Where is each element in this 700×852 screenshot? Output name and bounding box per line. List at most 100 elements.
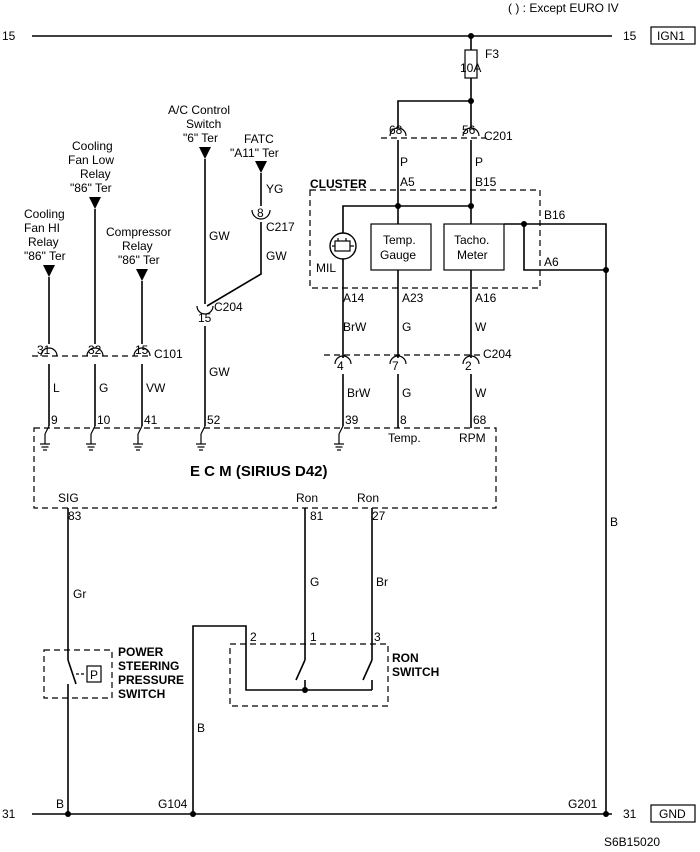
wire-color-g4: G	[310, 575, 319, 589]
ign1-label: IGN1	[657, 29, 685, 43]
ecm-pin-8: 8	[400, 413, 407, 427]
pin-c201-68: 68	[389, 123, 403, 137]
fuse-rating: 10A	[460, 61, 481, 75]
fatc-l2: "A11" Ter	[230, 146, 279, 160]
wire-color-b3: B	[610, 515, 618, 529]
pin-c204-15: 15	[198, 311, 212, 325]
gnd-rail: 31 31 GND B G104 G201	[2, 797, 696, 823]
ron-label-1: RON	[392, 651, 419, 665]
ecm-pin-10: 10	[97, 413, 111, 427]
pin-a6: A6	[544, 255, 559, 269]
wire-color-brw2: BrW	[347, 386, 371, 400]
ps-label-3: PRESSURE	[118, 673, 184, 687]
pin-ron-2: 2	[250, 630, 257, 644]
connector-c204-label: C204	[214, 300, 243, 314]
pin-b16: B16	[544, 208, 566, 222]
pin-b15: B15	[475, 175, 497, 189]
compressor-l2: Relay	[122, 239, 153, 253]
header-note: ( ) : Except EURO IV	[508, 1, 619, 15]
wire-color-brw1: BrW	[343, 320, 367, 334]
power-steering-switch: P POWER STEERING PRESSURE SWITCH	[43, 645, 184, 814]
ecm-title: E C M (SIRIUS D42)	[190, 463, 328, 480]
pin-c101-31: 31	[37, 343, 51, 357]
input-fatc: FATC "A11" Ter YG 8 C217 GW	[206, 132, 295, 307]
pin-c217-8: 8	[257, 206, 264, 220]
ecm-pin-27: 27	[372, 509, 386, 523]
ps-label-4: SWITCH	[118, 687, 165, 701]
pin-ron-1: 1	[310, 630, 317, 644]
pin-a23: A23	[402, 291, 424, 305]
ecm-pin-41: 41	[144, 413, 158, 427]
pin-ron-3: 3	[374, 630, 381, 644]
cooling-low-l1: Cooling	[72, 139, 113, 153]
wire-color-yg: YG	[266, 182, 283, 196]
cooling-low-l3: Relay	[80, 167, 111, 181]
ac-switch-l3: "6" Ter	[183, 131, 218, 145]
cooling-hi-l2: Fan HI	[24, 221, 60, 235]
wire-color-g1: G	[99, 381, 108, 395]
ecm-pin-52: 52	[207, 413, 221, 427]
temp-gauge-label-1: Temp.	[383, 233, 416, 247]
pin-c204-2: 2	[465, 359, 472, 373]
connector-c217: C217	[266, 220, 295, 234]
pin-c204-7: 7	[392, 359, 399, 373]
cooling-hi-l4: "86" Ter	[24, 249, 66, 263]
ign-rail-number-left: 15	[2, 29, 16, 43]
cooling-low-l2: Fan Low	[68, 153, 114, 167]
fatc-l1: FATC	[244, 132, 274, 146]
input-cooling-hi: Cooling Fan HI Relay "86" Ter	[24, 207, 66, 344]
wire-color-br: Br	[376, 575, 388, 589]
wire-color-gw3: GW	[209, 365, 230, 379]
cluster-power-feed: 68 56 C201 P P	[381, 98, 513, 206]
ecm-sig-label: SIG	[58, 491, 79, 505]
connector-c204-cluster: C204 4 7 2 BrW G W	[324, 347, 512, 428]
wire-color-gw2: GW	[266, 249, 287, 263]
cluster: CLUSTER A5 B15 Temp. Gauge Tacho. Meter …	[309, 175, 609, 358]
connector-c204b-label: C204	[483, 347, 512, 361]
tacho-label-1: Tacho.	[454, 233, 489, 247]
connector-c204-ac: C204 15 GW	[196, 300, 243, 426]
wire-color-p2: P	[475, 155, 483, 169]
ron-switch: 2 1 3 RON SWITCH	[192, 625, 439, 814]
ecm: E C M (SIRIUS D42) 9 10 41 52 39 8 68 Te…	[33, 413, 497, 523]
cooling-hi-l1: Cooling	[24, 207, 65, 221]
input-cooling-low: Cooling Fan Low Relay "86" Ter	[68, 139, 114, 344]
compressor-l3: "86" Ter	[118, 253, 160, 267]
ps-label-2: STEERING	[118, 659, 179, 673]
wire-color-l: L	[53, 381, 60, 395]
pin-c101-32: 32	[88, 343, 102, 357]
wire-color-gr: Gr	[73, 587, 86, 601]
wire-color-w2: W	[475, 386, 487, 400]
pressure-sensor-symbol: P	[90, 668, 98, 682]
fuse-name: F3	[485, 47, 499, 61]
ign-rail-number-right: 15	[623, 29, 637, 43]
ecm-pin-9: 9	[51, 413, 58, 427]
wire-color-vw: VW	[146, 381, 166, 395]
mil-label: MIL	[316, 261, 336, 275]
pin-c204-4: 4	[337, 359, 344, 373]
wire-color-p1: P	[400, 155, 408, 169]
pin-a14: A14	[343, 291, 365, 305]
ecm-rpm-label: RPM	[459, 431, 486, 445]
pin-a5: A5	[400, 175, 415, 189]
gnd-label: GND	[659, 807, 686, 821]
connector-c201: C201	[484, 129, 513, 143]
ecm-pin-83: 83	[68, 509, 82, 523]
ecm-pin-81: 81	[310, 509, 324, 523]
tacho-label-2: Meter	[457, 248, 488, 262]
ron-label-2: SWITCH	[392, 665, 439, 679]
ecm-ron1-label: Ron	[296, 491, 318, 505]
gnd-rail-number-left: 31	[2, 807, 16, 821]
pin-c101-15: 15	[135, 343, 149, 357]
ecm-pin-39: 39	[345, 413, 359, 427]
pin-c201-56: 56	[462, 123, 476, 137]
ign1-rail: 15 15 IGN1	[2, 26, 696, 45]
ground-g104: G104	[158, 797, 188, 811]
cooling-hi-l3: Relay	[28, 235, 59, 249]
connector-c101-label: C101	[154, 347, 183, 361]
input-compressor: Compressor Relay "86" Ter	[106, 225, 171, 344]
ecm-pin-68: 68	[473, 413, 487, 427]
cluster-title: CLUSTER	[310, 177, 367, 191]
ecm-temp-label: Temp.	[388, 431, 421, 445]
temp-gauge-label-2: Gauge	[380, 248, 416, 262]
